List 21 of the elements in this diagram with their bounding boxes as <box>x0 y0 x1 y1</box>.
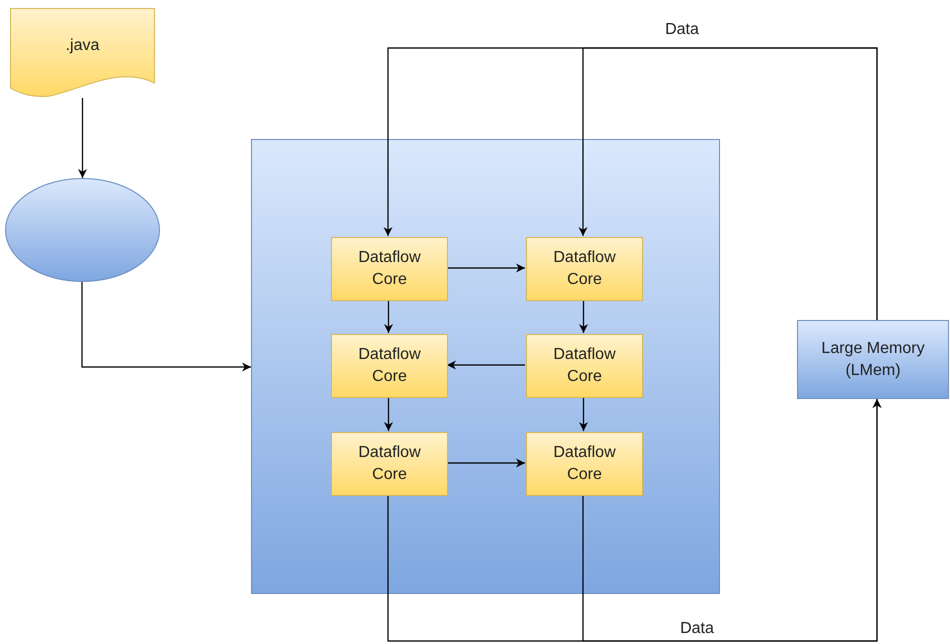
process-ellipse <box>5 178 160 282</box>
process-box: Dataflow Core <box>526 334 643 398</box>
arrow <box>384 397 393 431</box>
arrow <box>578 47 878 320</box>
arrow <box>579 300 588 333</box>
arrow <box>582 399 882 642</box>
process-box: Dataflow Core <box>526 432 643 496</box>
arrow <box>579 397 588 431</box>
process-box: Dataflow Core <box>526 237 643 301</box>
arrow <box>78 98 87 178</box>
arrow <box>447 264 525 272</box>
arrow <box>447 458 525 468</box>
process-box: Dataflow Core <box>331 237 448 301</box>
memory-box: Large Memory (LMem) <box>797 320 949 399</box>
chip-panel <box>251 139 720 594</box>
arrow <box>81 282 251 372</box>
arrow <box>384 300 393 333</box>
process-box: Dataflow Core <box>331 334 448 398</box>
process-box: Dataflow Core <box>331 432 448 496</box>
document-shape: .java <box>10 8 155 98</box>
arrow <box>447 360 525 370</box>
